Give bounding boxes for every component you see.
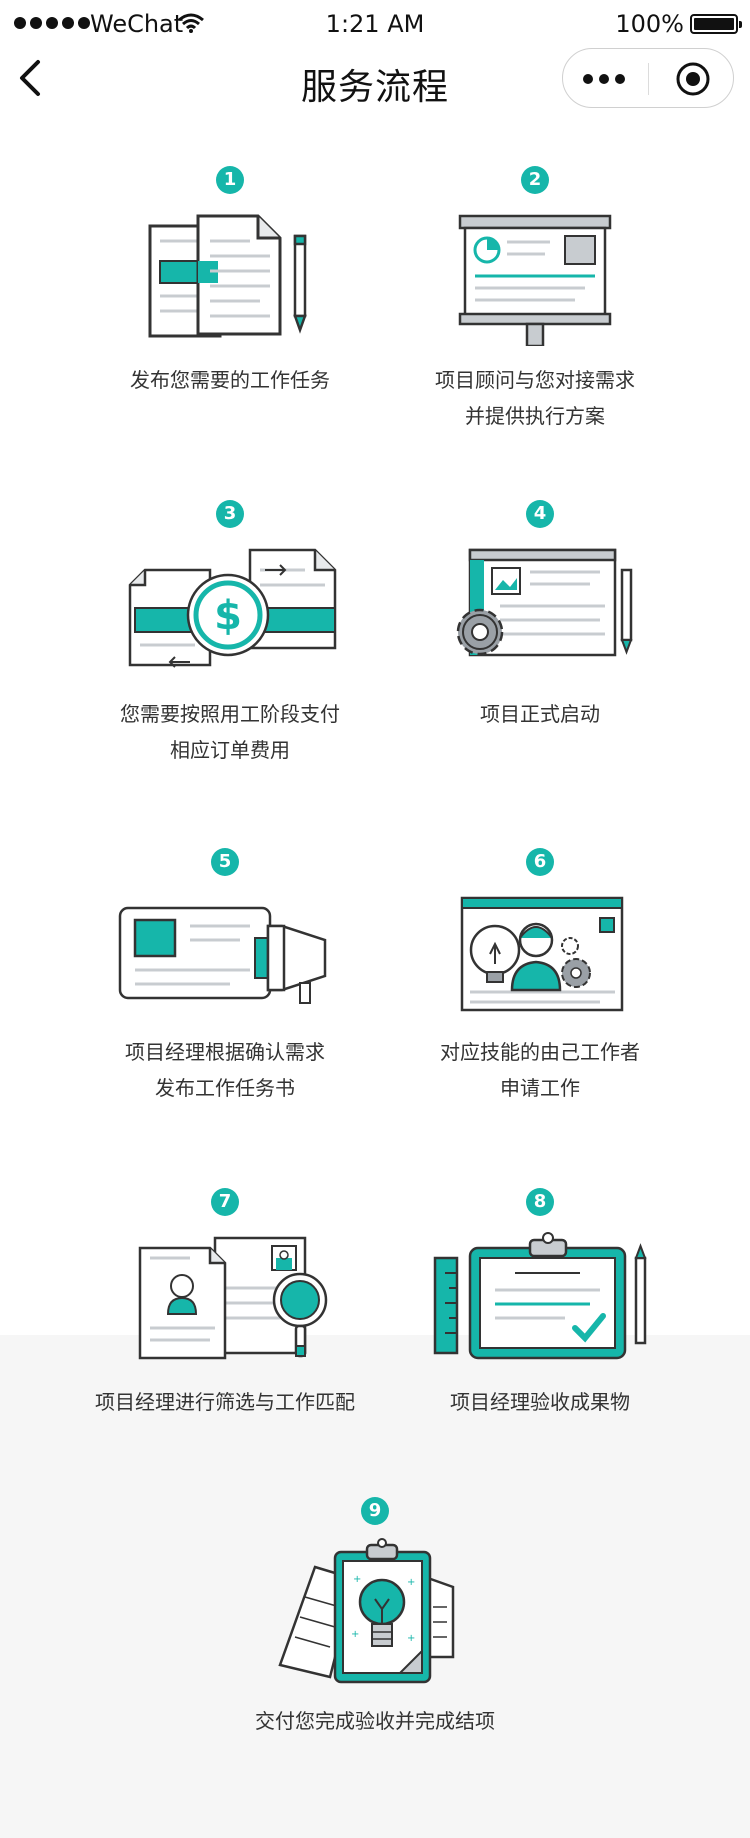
step-5: 5 项目经理根据确认需求 发布工作任务书 — [75, 848, 375, 1106]
carrier-name: WeChat — [90, 10, 184, 38]
step-caption: 项目经理进行筛选与工作匹配 — [95, 1390, 355, 1414]
page-title: 服务流程 — [300, 67, 449, 108]
delivery-clipboard-icon: + + + + — [278, 1538, 455, 1684]
step-number: 6 — [526, 848, 554, 876]
resume-search-icon — [138, 1236, 328, 1360]
wifi-icon — [178, 13, 204, 33]
clock: 1:21 AM — [325, 10, 425, 38]
step-6: 6 对应技能的由己工作者 申请工作 — [390, 848, 690, 1106]
step-caption: 项目经理验收成果物 — [450, 1390, 630, 1414]
svg-text:+: + — [407, 1633, 415, 1644]
mini-program-capsule — [562, 48, 734, 108]
step-caption: 发布您需要的工作任务 — [130, 368, 330, 392]
step-1: 1 发布您需要的工作任务 — [80, 166, 380, 398]
step-number: 2 — [521, 166, 549, 194]
step-caption: 项目顾问与您对接需求 并提供执行方案 — [435, 368, 635, 428]
status-bar: WeChat 1:21 AM 100% — [0, 0, 750, 48]
svg-text:+: + — [351, 1629, 359, 1640]
more-dots-icon[interactable] — [583, 69, 631, 89]
step-3: 3 $ 您需要按照用工阶段支付 相应订单费用 — [80, 500, 380, 768]
step-caption: 对应技能的由己工作者 申请工作 — [440, 1040, 640, 1100]
step-caption: 项目经理根据确认需求 发布工作任务书 — [125, 1040, 325, 1100]
documents-icon — [148, 214, 307, 338]
step-number: 4 — [526, 500, 554, 528]
step-caption: 您需要按照用工阶段支付 相应订单费用 — [120, 702, 340, 762]
freelancer-apply-icon — [460, 896, 624, 1012]
step-2: 2 项目顾问与您对接需求 并提供执行方案 — [385, 166, 685, 434]
step-number: 5 — [211, 848, 239, 876]
svg-text:+: + — [407, 1577, 415, 1588]
project-launch-icon — [456, 548, 633, 657]
back-chevron-icon[interactable] — [10, 54, 50, 102]
step-caption: 项目正式启动 — [480, 702, 600, 726]
capsule-divider — [648, 63, 649, 95]
megaphone-announcement-icon — [118, 906, 327, 1004]
step-number: 8 — [526, 1188, 554, 1216]
step-7: 7 项目经理进行筛选与工作匹配 — [75, 1188, 375, 1420]
payment-invoice-icon: $ — [128, 548, 337, 668]
step-number: 9 — [361, 1497, 389, 1525]
target-close-icon[interactable] — [675, 61, 711, 97]
step-number: 1 — [216, 166, 244, 194]
battery-percent: 100% — [615, 10, 684, 38]
presentation-board-icon — [458, 214, 612, 346]
step-number: 3 — [216, 500, 244, 528]
nav-bar: 服务流程 — [0, 48, 750, 112]
step-8: 8 项目经理验收成果物 — [390, 1188, 690, 1420]
clipboard-acceptance-icon — [433, 1232, 647, 1360]
step-4: 4 项目正式启动 — [390, 500, 690, 732]
svg-text:+: + — [353, 1574, 361, 1585]
svg-text:$: $ — [214, 593, 242, 639]
signal-dots-icon — [14, 17, 90, 29]
step-caption: 交付您完成验收并完成结项 — [255, 1709, 495, 1733]
step-9: 9 + + + + 交付您完成验收并完成结项 — [225, 1497, 525, 1739]
battery-icon — [690, 14, 742, 34]
step-number: 7 — [211, 1188, 239, 1216]
